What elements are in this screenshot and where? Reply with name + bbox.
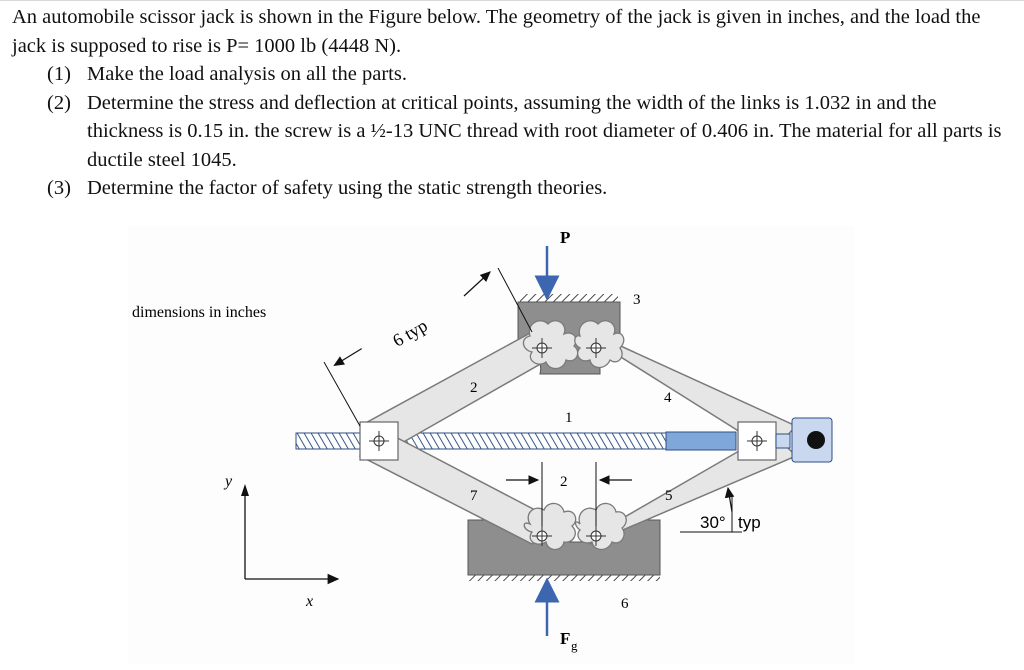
item-text: Make the load analysis on all the parts. [87, 63, 407, 85]
pin-top-right [586, 338, 606, 358]
gear-bottom-right [574, 502, 627, 551]
part-label-2-upper: 2 [470, 380, 478, 396]
pin-right [747, 431, 767, 451]
item-number: (2) [47, 91, 71, 114]
axis-x-label: x [305, 593, 313, 610]
dim-arrow-left [333, 348, 362, 367]
item-text: Determine the factor of safety using the… [87, 177, 608, 199]
top-divider [0, 0, 1024, 1]
item-text: Determine the stress and deflection at c… [87, 91, 1002, 171]
screw-thread [295, 432, 667, 450]
part-label-6: 6 [621, 596, 629, 612]
problem-statement: An automobile scissor jack is shown in t… [12, 3, 1012, 203]
scissor-jack-figure: dimensions in inches P F g 6 typ 30° typ… [128, 226, 854, 664]
pin-top-left [532, 338, 552, 358]
crank-hole [807, 431, 825, 449]
ground-force-label: F [560, 629, 570, 648]
problem-item: (2) Determine the stress and deflection … [47, 89, 1012, 175]
screw-shank [665, 431, 737, 451]
pin-markers [369, 338, 767, 546]
part-label-3: 3 [633, 292, 641, 308]
part-label-2-lower: 2 [560, 474, 568, 490]
angle-label: 30° [700, 513, 726, 532]
dim-arrow-right [463, 271, 491, 297]
problem-item: (1) Make the load analysis on all the pa… [47, 60, 1012, 89]
item-number: (1) [47, 63, 71, 85]
ground-hatch [468, 575, 660, 581]
scissor-jack-diagram: dimensions in inches P F g 6 typ 30° typ… [132, 228, 833, 653]
angle-suffix: typ [738, 513, 761, 532]
y-axis-arrowhead [241, 484, 249, 496]
pin-bottom-right [586, 526, 606, 546]
pin-left [369, 431, 389, 451]
problem-items: (1) Make the load analysis on all the pa… [12, 60, 1012, 203]
crank-collar [775, 433, 791, 449]
problem-item: (3) Determine the factor of safety using… [47, 174, 1012, 203]
load-label: P [560, 228, 570, 247]
problem-intro: An automobile scissor jack is shown in t… [12, 6, 981, 57]
part-label-7: 7 [470, 488, 478, 504]
part-label-5: 5 [665, 488, 673, 504]
load-plate-hatch [520, 294, 618, 302]
part-label-1: 1 [565, 410, 573, 426]
angle-arrow [724, 486, 735, 513]
part-label-4: 4 [664, 390, 672, 406]
dimension-label: 6 typ [389, 315, 431, 351]
gear-top-left [522, 320, 579, 370]
extension-line-left [323, 361, 361, 427]
extension-line-right [497, 267, 533, 333]
item-number: (3) [47, 177, 71, 199]
axis-y-label: y [223, 473, 233, 490]
ground-force-subscript: g [571, 638, 578, 653]
pin-bottom-left [532, 526, 552, 546]
units-note: dimensions in inches [132, 304, 266, 321]
